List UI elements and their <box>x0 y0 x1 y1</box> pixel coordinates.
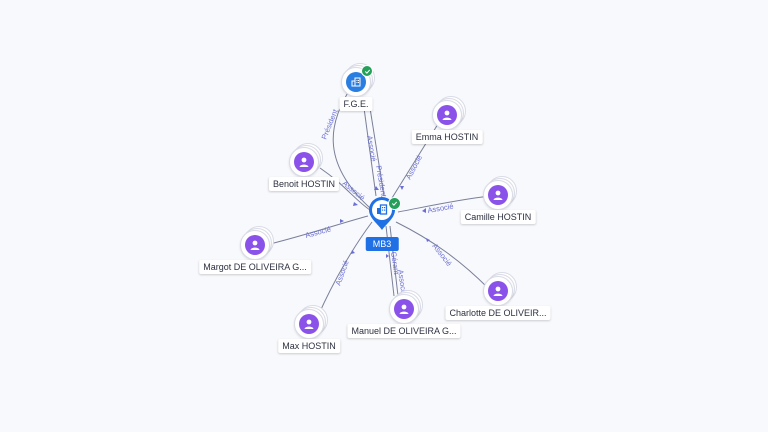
edge-max <box>317 221 373 317</box>
node-label: Camille HOSTIN <box>460 210 536 224</box>
edge-label: Associé <box>341 179 367 203</box>
edge-arrow <box>426 238 430 242</box>
verified-check-icon <box>388 197 401 210</box>
edge-margot <box>269 215 369 245</box>
edge-arrow <box>400 186 404 190</box>
node-label: Margot DE OLIVEIRA G... <box>199 260 311 274</box>
person-icon <box>488 185 508 205</box>
building-icon <box>346 72 366 92</box>
person-icon <box>394 299 414 319</box>
person-icon <box>245 235 265 255</box>
edge-arrow <box>351 250 355 254</box>
center-label: MB3 <box>365 237 399 251</box>
edge-arrow <box>374 186 379 190</box>
node-label: Benoit HOSTIN <box>268 177 340 191</box>
person-icon <box>437 105 457 125</box>
person-icon <box>299 314 319 334</box>
verified-check-icon <box>361 65 373 77</box>
edge-arrow <box>422 208 426 213</box>
edge-label: Gérant <box>389 251 401 276</box>
edge-arrow <box>340 219 344 223</box>
edge-benoit <box>319 167 371 211</box>
person-icon <box>294 152 314 172</box>
person-icon <box>488 281 508 301</box>
edge-camille <box>397 195 491 213</box>
edge-label: Associé <box>365 135 378 162</box>
node-label: Manuel DE OLIVEIRA G... <box>347 324 461 338</box>
edge-label: Associé <box>427 202 454 215</box>
edge-fge-president <box>369 107 385 197</box>
node-label: Emma HOSTIN <box>411 130 483 144</box>
node-label: Max HOSTIN <box>278 339 340 353</box>
edge-label: Associé <box>396 269 409 296</box>
edge-label: Associé <box>333 259 350 287</box>
node-label: Charlotte DE OLIVEIR... <box>445 306 551 320</box>
edge-label: Président <box>320 107 341 141</box>
edge-label: Président <box>374 165 389 199</box>
node-label: F.G.E. <box>339 97 373 111</box>
building-icon <box>377 204 388 215</box>
edge-charlotte <box>395 221 489 289</box>
edge-arrow <box>353 202 358 206</box>
edge-fge-associe <box>363 107 377 197</box>
edge-label: Associé <box>404 154 424 181</box>
edge-label: Associé <box>304 224 332 239</box>
edge-arrow <box>386 254 389 258</box>
